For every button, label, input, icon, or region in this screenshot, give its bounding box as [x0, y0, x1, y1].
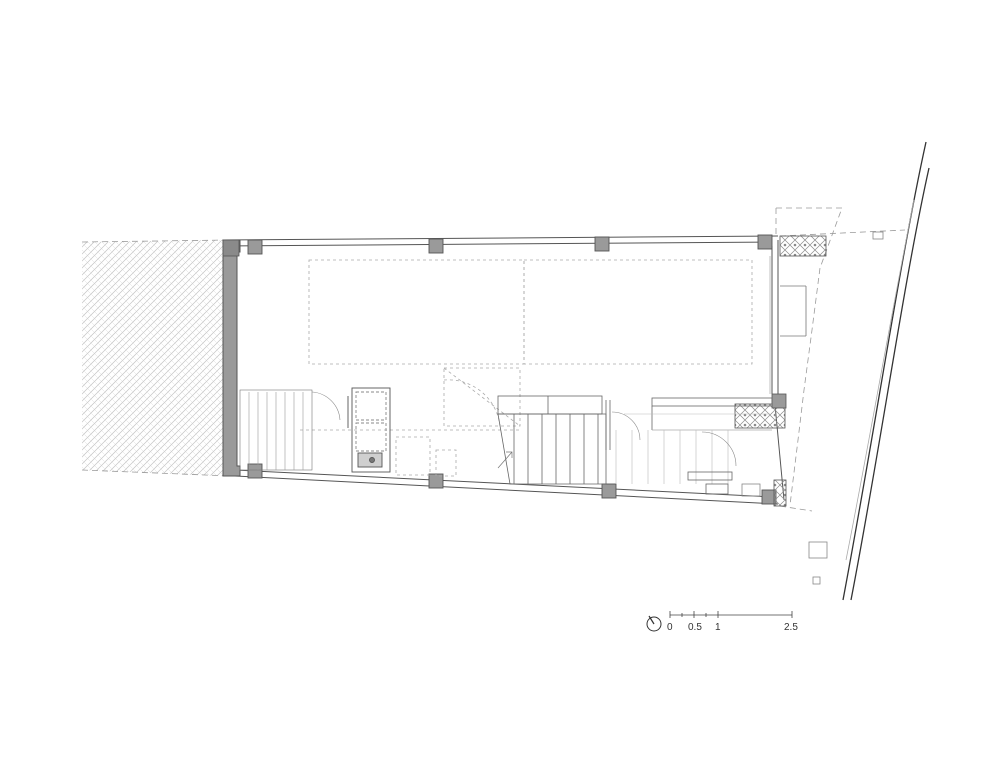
- column: [247, 239, 263, 255]
- north-arrow-icon: [646, 615, 662, 632]
- kitchen-unit: [347, 387, 391, 473]
- west-wall: [222, 239, 241, 477]
- exterior-walls: [223, 235, 785, 505]
- column: [601, 483, 617, 499]
- central-stair: [497, 395, 611, 485]
- structural-columns: [247, 234, 777, 505]
- scale-tick-1: 1: [715, 622, 721, 633]
- scale-bar: [669, 611, 793, 618]
- scale-tick-2-5: 2.5: [784, 622, 798, 633]
- door-swing: [311, 391, 341, 421]
- scale-tick-0: 0: [667, 622, 673, 633]
- entrance-hall: [615, 397, 773, 497]
- entrance-tiles-top: [779, 235, 827, 257]
- street-bollard: [872, 231, 884, 240]
- pier: [771, 393, 787, 409]
- door-swing: [611, 411, 641, 441]
- column: [428, 238, 444, 254]
- property-boundary: [81, 207, 906, 512]
- street-edge: [842, 141, 930, 601]
- scale-tick-0-5: 0.5: [688, 622, 702, 633]
- column: [757, 234, 773, 250]
- street-bollard: [812, 576, 821, 585]
- column: [247, 463, 263, 479]
- west-wall-cap: [222, 239, 240, 257]
- left-stair: [239, 389, 313, 471]
- street-tree-pit: [808, 541, 828, 559]
- entrance-tiles-bottom: [773, 479, 787, 507]
- stair-arrow-icon: [497, 451, 513, 469]
- door-swing: [701, 431, 737, 467]
- neighbour-plot-hatch: [82, 240, 224, 476]
- facade-window: [780, 285, 807, 337]
- upper-floor-outline: [300, 259, 753, 477]
- sidewalk-line: [845, 199, 915, 561]
- column: [594, 236, 610, 252]
